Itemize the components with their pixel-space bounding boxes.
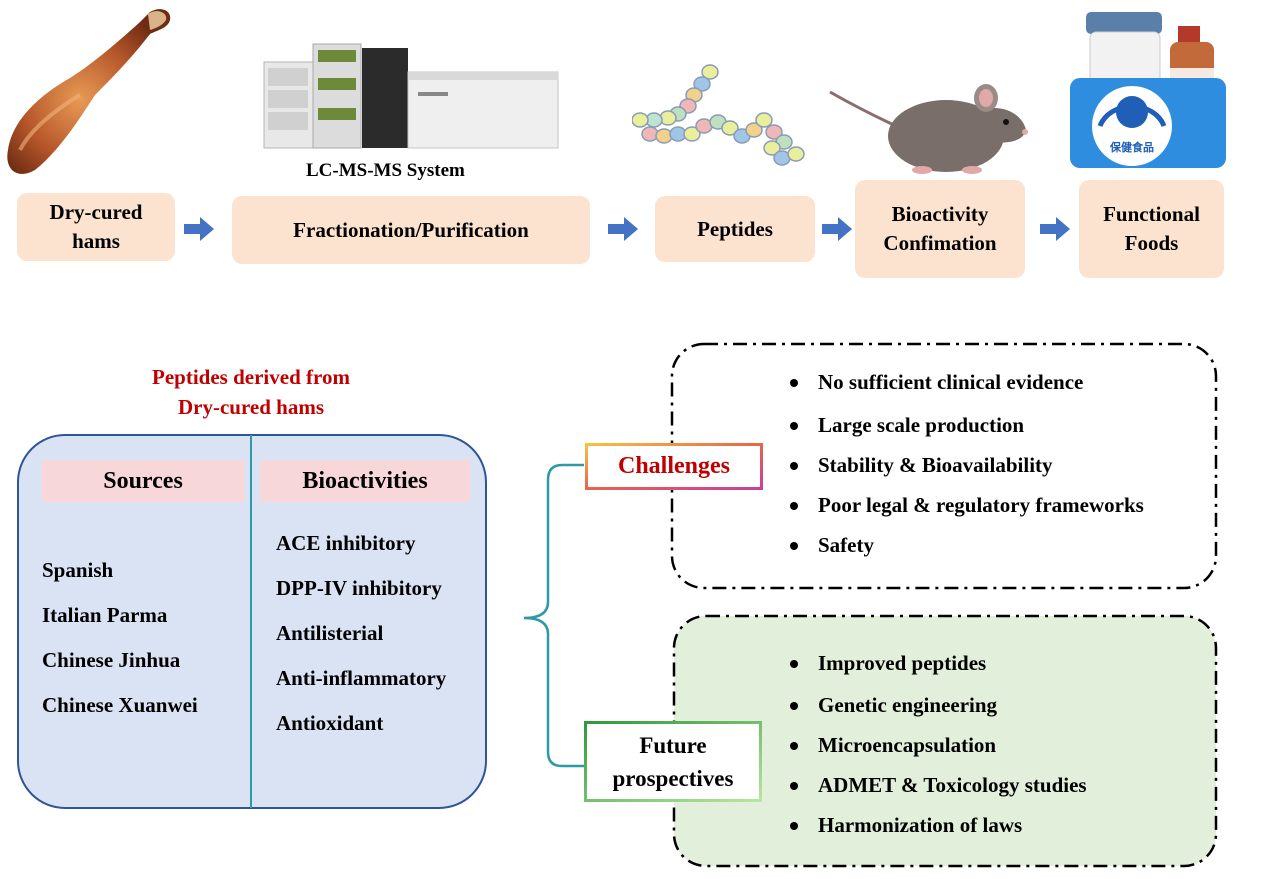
curly-bracket — [523, 463, 584, 768]
flow-step-peptides: Peptides — [655, 196, 815, 262]
flow-arrow-4 — [1040, 217, 1070, 241]
ham-image — [0, 0, 190, 180]
source-item: Spanish — [42, 558, 114, 582]
flow-step-label: Bioactivity Confimation — [883, 202, 997, 255]
future-text: Genetic engineering — [818, 693, 998, 717]
bullet-icon — [790, 660, 798, 668]
bullet-icon — [790, 422, 798, 430]
bullet-icon — [790, 702, 798, 710]
future-text: ADMET & Toxicology studies — [818, 773, 1087, 797]
bioactivity-item: Anti-inflammatory — [276, 666, 447, 690]
flow-arrow-1 — [184, 217, 214, 241]
flow-arrow-3 — [822, 217, 852, 241]
flow-step-label: Peptides — [697, 216, 773, 241]
flow-step-label: Fractionation/Purification — [293, 217, 529, 242]
flow-step-functional-foods: Functional Foods — [1079, 180, 1224, 278]
panel-divider — [250, 435, 252, 808]
challenges-label: Challenges — [617, 453, 730, 479]
source-item: Chinese Xuanwei — [42, 693, 198, 717]
challenge-text: Safety — [818, 533, 874, 557]
source-item: Chinese Jinhua — [42, 648, 181, 672]
bullet-icon — [790, 502, 798, 510]
future-label: Future prospectives — [612, 732, 734, 791]
bullet-icon — [790, 462, 798, 470]
future-label-border — [584, 721, 762, 802]
bioactivity-item: Antilisterial — [276, 621, 384, 645]
flow-arrow-2 — [608, 217, 638, 241]
flow-step-dry-cured-hams: Dry-cured hams — [17, 193, 175, 261]
supplement-bottles-image — [1070, 8, 1226, 168]
challenges-box — [670, 342, 1218, 590]
future-text: Microencapsulation — [818, 733, 997, 757]
flow-step-bioactivity: Bioactivity Confimation — [855, 180, 1025, 278]
bioactivity-item: DPP-IV inhibitory — [276, 576, 442, 600]
challenges-label-border — [585, 443, 763, 490]
summary-title: Peptides derived from Dry-cured hams — [152, 365, 350, 419]
bullet-icon — [790, 782, 798, 790]
lcms-instrument-image — [258, 38, 562, 150]
future-text: Harmonization of laws — [818, 813, 1023, 837]
challenge-text: Large scale production — [818, 413, 1025, 437]
flow-step-fractionation: Fractionation/Purification — [232, 196, 590, 264]
bullet-icon — [790, 742, 798, 750]
flow-step-label: Dry-cured hams — [49, 200, 143, 253]
challenge-text: Poor legal & regulatory frameworks — [818, 493, 1144, 517]
bioactivity-item: ACE inhibitory — [276, 531, 416, 555]
future-text: Improved peptides — [818, 651, 987, 675]
mouse-image — [826, 72, 1030, 178]
bullet-icon — [790, 542, 798, 550]
sources-header: Sources — [42, 460, 244, 502]
peptide-chain-image — [631, 62, 812, 174]
challenge-text: No sufficient clinical evidence — [818, 370, 1084, 394]
bullet-icon — [790, 379, 798, 387]
bioactivity-item: Antioxidant — [276, 711, 384, 735]
supplement-seal-text: 保健食品 — [1110, 141, 1154, 154]
lcms-caption: LC-MS-MS System — [306, 160, 465, 181]
challenge-text: Stability & Bioavailability — [818, 453, 1053, 477]
bullet-icon — [790, 822, 798, 830]
source-item: Italian Parma — [42, 603, 168, 627]
flow-step-label: Functional Foods — [1103, 202, 1200, 255]
bioactivities-header: Bioactivities — [260, 460, 470, 502]
